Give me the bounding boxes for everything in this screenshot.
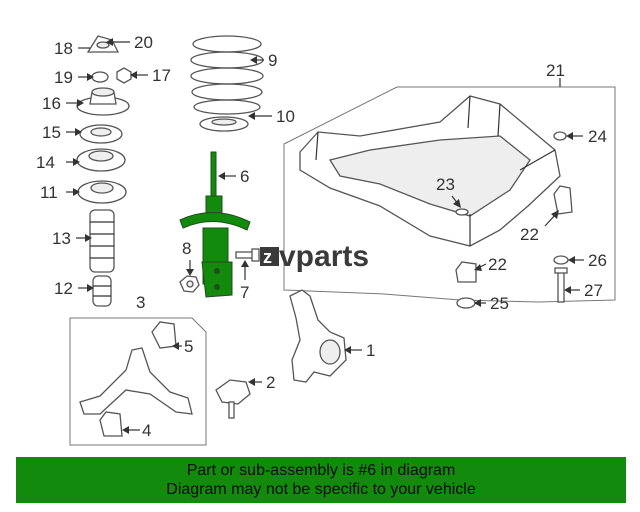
callout-9: 9 <box>268 51 277 70</box>
callout-27: 27 <box>584 281 603 300</box>
part-7-bolt <box>235 248 260 262</box>
callout-16: 16 <box>42 94 61 113</box>
callout-12: 12 <box>54 279 73 298</box>
part-11-seat <box>77 180 127 204</box>
part-16-mount <box>76 87 130 116</box>
part-18-cap <box>86 35 120 53</box>
part-19-nut <box>91 71 109 83</box>
part-13-boot <box>89 209 115 273</box>
subframe-box <box>283 86 616 303</box>
watermark-logo: z vparts <box>260 240 369 273</box>
banner-line-2: Diagram may not be specific to your vehi… <box>166 481 476 498</box>
callout-25: 25 <box>490 294 509 313</box>
callout-21: 21 <box>546 61 565 80</box>
callout-14: 14 <box>36 153 55 172</box>
part-3-lower-arm <box>79 347 193 415</box>
part-4-bushing <box>99 411 123 437</box>
part-6-strut-assembly <box>179 151 251 298</box>
lower-arm-box <box>69 317 207 446</box>
part-10-spring-seat <box>199 116 249 132</box>
callout-8: 8 <box>182 239 191 258</box>
callout-19: 19 <box>54 68 73 87</box>
callout-11: 11 <box>40 183 58 202</box>
part-12-bumper <box>92 275 112 307</box>
callout-2: 2 <box>266 373 275 392</box>
callout-4: 4 <box>142 421 151 440</box>
callout-labels: 20 18 19 17 16 15 14 11 13 12 9 10 6 8 7… <box>36 33 607 440</box>
callout-3: 3 <box>136 293 145 312</box>
watermark-logo-letter: z <box>263 247 272 267</box>
part-8-nut <box>179 275 200 293</box>
part-17-nut <box>116 67 132 84</box>
callout-10: 10 <box>276 107 295 126</box>
part-25-washer <box>456 297 476 309</box>
leader-lines <box>66 38 584 434</box>
callout-7: 7 <box>240 283 249 302</box>
callout-13: 13 <box>52 229 71 248</box>
part-26-washer <box>553 255 569 265</box>
part-14-seat <box>76 148 126 172</box>
part-21-subframe <box>299 95 561 247</box>
part-27-bolt <box>554 267 568 303</box>
callout-18: 18 <box>54 39 73 58</box>
callout-22-right: 22 <box>520 225 539 244</box>
callout-20: 20 <box>134 33 153 52</box>
part-9-coil-spring <box>190 35 264 115</box>
part-5-bushing <box>151 321 177 349</box>
callout-5: 5 <box>184 337 193 356</box>
watermark-brand: vparts <box>279 240 369 273</box>
callout-6: 6 <box>240 167 249 186</box>
callout-23: 23 <box>436 175 455 194</box>
part-23-washer <box>455 208 469 216</box>
callout-17: 17 <box>152 66 171 85</box>
part-15-bearing <box>79 124 123 144</box>
part-1-knuckle <box>289 289 347 383</box>
info-banner: Part or sub-assembly is #6 in diagram Di… <box>16 457 626 503</box>
callout-22-lower: 22 <box>488 255 507 274</box>
banner-line-1: Part or sub-assembly is #6 in diagram <box>186 462 456 479</box>
part-22-bushings <box>455 185 573 283</box>
callout-15: 15 <box>42 123 61 142</box>
callout-1: 1 <box>366 341 375 360</box>
callout-26: 26 <box>588 251 607 270</box>
part-24-washer <box>553 131 567 141</box>
callout-24: 24 <box>588 127 607 146</box>
part-2-ball-joint <box>215 379 251 419</box>
